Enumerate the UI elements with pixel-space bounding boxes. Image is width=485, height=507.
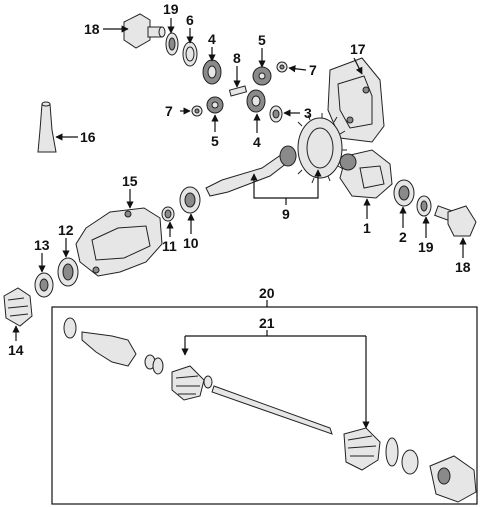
carrier-housing-part <box>75 207 163 277</box>
seal-top-part <box>165 32 179 56</box>
housing-seal-part <box>57 257 79 287</box>
callout-12: 12 <box>58 222 74 238</box>
callout-5-top: 5 <box>258 32 266 48</box>
callout-10: 10 <box>183 235 199 251</box>
callout-labels: 18 19 6 4 8 5 7 17 7 3 5 4 16 15 9 1 2 1… <box>8 1 471 358</box>
pinion-bearing-part <box>179 186 201 214</box>
ring-and-pinion-part <box>205 113 347 197</box>
flange-yoke-right-part <box>434 205 477 237</box>
spacer-part <box>161 206 175 222</box>
callout-8: 8 <box>233 50 241 66</box>
side-bearing-part <box>182 41 198 67</box>
callout-20: 20 <box>259 285 275 301</box>
side-bearing-right-part <box>393 179 415 207</box>
flange-yoke-top-part <box>123 13 166 49</box>
callout-4-mid: 4 <box>253 134 261 150</box>
callout-15: 15 <box>122 173 138 189</box>
differential-case-part <box>339 149 393 199</box>
callout-14: 14 <box>8 342 24 358</box>
pinion-shaft-part <box>228 85 248 97</box>
callout-18-top: 18 <box>84 21 100 37</box>
callout-7-mid: 7 <box>165 103 173 119</box>
seal-right-part <box>416 195 432 217</box>
callout-13: 13 <box>34 237 50 253</box>
housing-bearing-part <box>34 272 54 298</box>
callout-5-mid: 5 <box>211 133 219 149</box>
callout-19-right: 19 <box>418 239 434 255</box>
side-gear-mid-part <box>246 89 266 113</box>
pinion-gear-mid-part <box>206 96 224 114</box>
callout-19-top: 19 <box>163 1 179 17</box>
callout-4-top: 4 <box>208 31 216 47</box>
callout-17: 17 <box>350 41 366 57</box>
axle-assembly-box <box>51 306 478 505</box>
callout-11: 11 <box>162 238 177 254</box>
boot-part <box>3 287 33 327</box>
pinion-gear-top-part <box>252 66 272 86</box>
callout-1: 1 <box>363 220 371 236</box>
side-gear-washer-part <box>269 105 283 123</box>
thrust-washer-top-part <box>276 61 288 73</box>
side-gear-top-part <box>202 59 222 85</box>
thrust-washer-mid-part <box>191 105 203 117</box>
callout-18-right: 18 <box>455 259 471 275</box>
callout-7-top: 7 <box>309 62 317 78</box>
callout-16: 16 <box>80 129 96 145</box>
leader-lines <box>12 18 467 429</box>
callout-3: 3 <box>304 105 312 121</box>
callout-9: 9 <box>282 206 290 222</box>
callout-2: 2 <box>399 229 407 245</box>
sleeve-part <box>37 101 57 153</box>
rear-cover-part <box>327 57 385 143</box>
axle-shaft-assembly-part <box>63 317 477 503</box>
callout-6: 6 <box>186 12 194 28</box>
callout-21: 21 <box>259 315 275 331</box>
